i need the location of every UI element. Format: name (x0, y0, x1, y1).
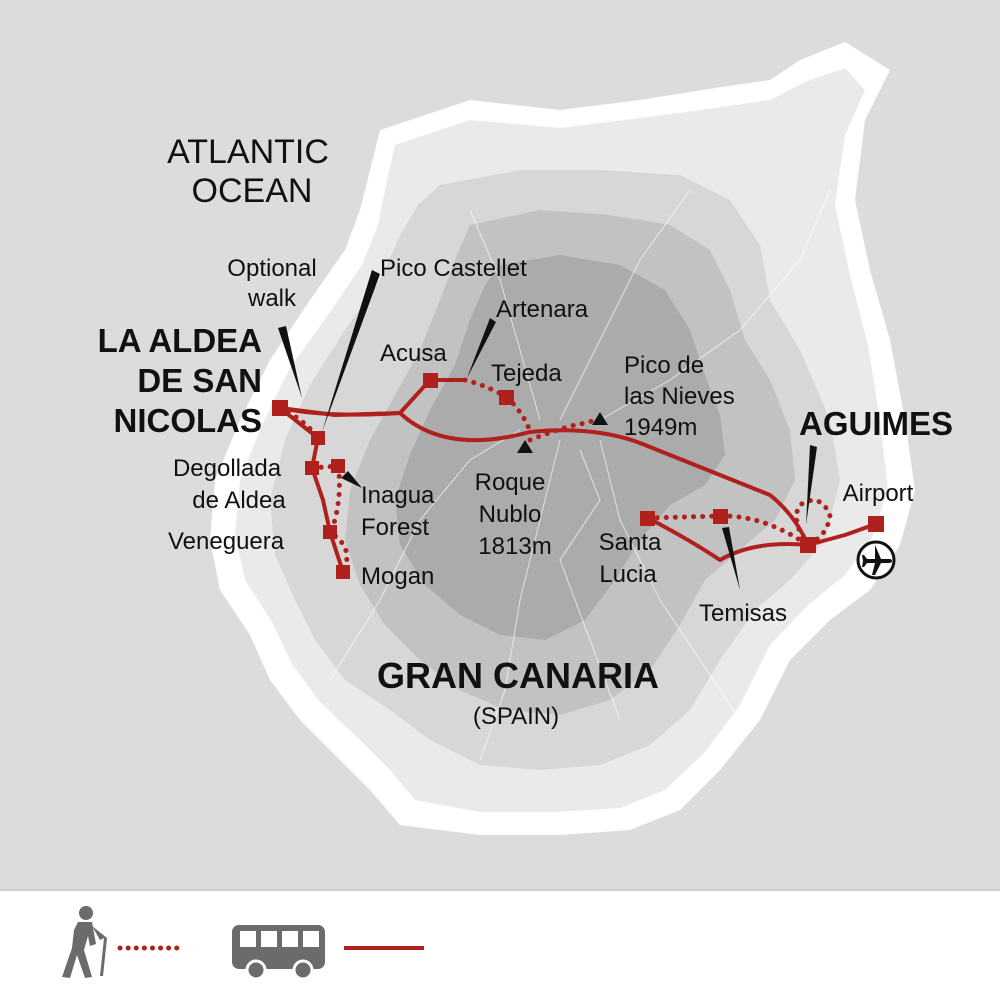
transport-route-airport (806, 522, 878, 547)
transport-route-main (278, 406, 810, 547)
label-mogan: Mogan (361, 563, 434, 590)
pointer-inagua (341, 471, 362, 488)
label-roque-nublo-line3: 1813m (478, 533, 551, 560)
peak-icon-roque-nublo (517, 440, 533, 453)
label-airport: Airport (843, 480, 914, 507)
island-country: (SPAIN) (473, 703, 559, 730)
ocean-label-line1: ATLANTIC (167, 133, 329, 171)
label-pico-nieves-line2: las Nieves (624, 383, 735, 410)
drainage-lines (329, 189, 831, 761)
label-inagua-line1: Inagua (361, 482, 435, 509)
stop-airport (868, 516, 884, 532)
label-santa-lucia-line1: Santa (599, 529, 662, 556)
peak-icon-pico-nieves (592, 412, 608, 425)
label-inagua-line2: Forest (361, 514, 429, 541)
pointer-temisas (722, 527, 740, 590)
pointer-optional-walk (278, 326, 302, 398)
stop-tejeda (499, 390, 514, 405)
ocean-label-line2: OCEAN (192, 172, 313, 210)
stop-veneguera (323, 525, 337, 539)
stop-santa-lucia (640, 511, 655, 526)
pointer-artenara (467, 318, 496, 378)
walking-route-nieves (527, 415, 603, 443)
bus-icon (232, 925, 325, 981)
stop-pico-castellet (311, 431, 325, 445)
label-roque-nublo-line2: Nublo (479, 501, 542, 528)
label-artenara: Artenara (496, 296, 589, 323)
label-veneguera: Veneguera (168, 528, 285, 555)
label-pico-castellet: Pico Castellet (380, 255, 527, 282)
hiker-icon (62, 906, 107, 978)
stop-inagua (331, 459, 345, 473)
stop-mogan (336, 565, 350, 579)
pointer-aguimes (806, 445, 817, 525)
pointer-pico-castellet (322, 270, 380, 432)
label-pico-nieves-line3: 1949m (624, 414, 697, 441)
stop-la-aldea (272, 400, 288, 416)
stop-aguimes (800, 537, 816, 553)
stop-degollada (305, 461, 319, 475)
label-temisas: Temisas (699, 600, 787, 627)
airport-icon (856, 540, 896, 580)
label-pico-nieves-line1: Pico de (624, 352, 704, 379)
town-la-aldea-line2: DE SAN (137, 362, 262, 399)
label-degollada-line1: Degollada (173, 455, 282, 482)
label-degollada-line2: de Aldea (192, 487, 286, 514)
label-optional-walk-line2: walk (247, 285, 297, 312)
walking-route-inagua (309, 463, 350, 575)
label-roque-nublo-line1: Roque (475, 469, 546, 496)
town-aguimes: AGUIMES (799, 405, 953, 442)
label-optional-walk-line1: Optional (227, 255, 316, 282)
transport-route-temisas (646, 516, 810, 562)
town-la-aldea-line3: NICOLAS (114, 402, 263, 439)
label-tejeda: Tejeda (491, 360, 562, 387)
label-santa-lucia-line2: Lucia (599, 561, 657, 588)
stop-acusa (423, 373, 438, 388)
stop-markers (272, 373, 884, 579)
town-la-aldea-line1: LA ALDEA (98, 322, 262, 359)
stop-temisas (713, 509, 728, 524)
callout-pointers (278, 270, 817, 590)
island-title: GRAN CANARIA (377, 655, 659, 696)
legend-panel (0, 890, 1000, 1000)
label-acusa: Acusa (380, 340, 447, 367)
walking-route-aguimes-loop (793, 497, 833, 548)
